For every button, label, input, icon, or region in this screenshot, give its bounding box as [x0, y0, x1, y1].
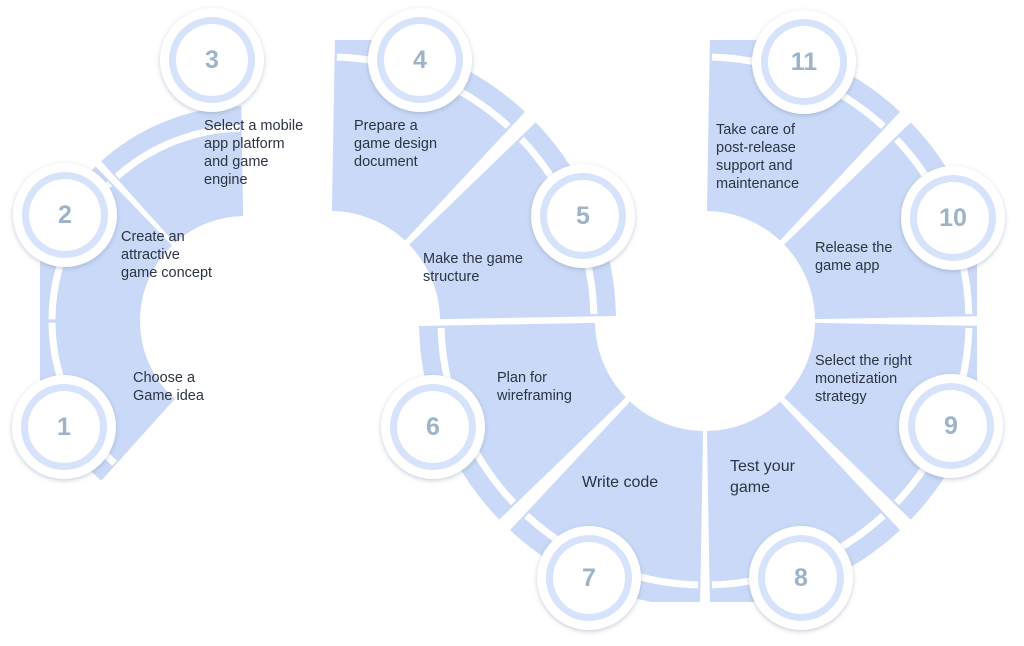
- step-10-segment: [784, 122, 977, 320]
- step-2-badge: 2: [13, 163, 117, 267]
- step-10-badge: 10: [901, 166, 1005, 270]
- step-1-badge-inner: [28, 391, 100, 463]
- step-4-line-3: document: [354, 154, 418, 170]
- step-8-line-2: game: [730, 479, 771, 496]
- step-10-label: Release the game app: [815, 239, 892, 275]
- step-8-segment: [706, 401, 901, 602]
- step-6-label: Plan for wireframing: [497, 369, 572, 405]
- step-9-line-2: monetization: [815, 371, 898, 387]
- step-6-line-2: wireframing: [497, 388, 572, 404]
- step-6-line-1: Plan for: [497, 370, 547, 386]
- step-6-segment: [419, 322, 626, 520]
- step-5-label: Make the game structure: [423, 250, 523, 286]
- step-7-line-1: Write code: [582, 474, 659, 491]
- step-8-number: 8: [794, 564, 808, 592]
- step-9-line-1: Select the right: [815, 353, 912, 369]
- step-5-number: 5: [576, 202, 590, 230]
- step-2-line-2: attractive: [121, 247, 180, 263]
- step-11-line-3: support and: [716, 158, 793, 174]
- step-9-badge: 9: [899, 374, 1003, 478]
- step-6-badge-inner: [397, 391, 469, 463]
- step-1-badge: 1: [12, 375, 116, 479]
- step-10-line-2: game app: [815, 258, 880, 274]
- step-2-line-3: game concept: [121, 265, 213, 281]
- step-11-number: 11: [791, 48, 818, 76]
- step-1-label: Choose a Game idea: [133, 369, 204, 405]
- segments-layer: [40, 40, 977, 602]
- step-11-line-1: Take care of: [716, 122, 795, 138]
- step-3-segment: [101, 106, 244, 243]
- step-4-badge-inner: [384, 24, 456, 96]
- step-6-number: 6: [426, 413, 440, 441]
- step-2-label: Create an attractive game concept: [121, 228, 212, 282]
- step-8-badge-inner: [765, 542, 837, 614]
- step-9-line-3: strategy: [815, 389, 867, 405]
- step-11-label: Take care of post-release support and ma…: [716, 121, 799, 193]
- step-2-badge-inner: [29, 179, 101, 251]
- step-5-badge: 5: [531, 164, 635, 268]
- step-4-number: 4: [413, 46, 427, 74]
- step-5-line-2: structure: [423, 269, 480, 285]
- step-7-label: Write code: [582, 472, 658, 493]
- step-7-number: 7: [582, 564, 596, 592]
- step-3-line-3: and game: [204, 154, 269, 170]
- step-3-number: 3: [205, 46, 219, 74]
- step-8-badge: 8: [749, 526, 853, 630]
- badges-layer: 1 2 3 4 5 6 7 8 9 10 11: [12, 8, 1005, 630]
- step-3-line-2: app platform: [204, 136, 285, 152]
- step-3-label: Select a mobile app platform and game en…: [204, 117, 303, 189]
- step-2-number: 2: [58, 201, 72, 229]
- step-9-label: Select the right monetization strategy: [815, 352, 912, 406]
- step-3-badge-inner: [176, 24, 248, 96]
- step-3-line-1: Select a mobile: [204, 118, 304, 134]
- step-1-number: 1: [57, 413, 71, 441]
- step-11-line-4: maintenance: [716, 176, 800, 192]
- step-4-line-2: game design: [354, 136, 438, 152]
- step-3-ring-band: [114, 124, 241, 180]
- step-7-badge: 7: [537, 526, 641, 630]
- step-1-line-2: Game idea: [133, 388, 204, 404]
- step-8-line-1: Test your: [730, 458, 795, 475]
- step-11-badge-inner: [768, 26, 840, 98]
- step-3-line-4: engine: [204, 172, 248, 188]
- step-11-badge: 11: [752, 10, 856, 114]
- step-4-line-1: Prepare a: [354, 118, 418, 134]
- step-10-badge-inner: [917, 182, 989, 254]
- step-9-badge-inner: [915, 390, 987, 462]
- step-2-line-1: Create an: [121, 229, 185, 245]
- step-8-label: Test your game: [730, 456, 795, 498]
- step-5-badge-inner: [547, 180, 619, 252]
- step-9-number: 9: [944, 412, 958, 440]
- step-11-segment: [706, 40, 901, 241]
- step-7-badge-inner: [553, 542, 625, 614]
- step-10-number: 10: [939, 204, 967, 232]
- step-3-badge: 3: [160, 8, 264, 112]
- step-6-badge: 6: [381, 375, 485, 479]
- step-5-line-1: Make the game: [423, 251, 523, 267]
- step-10-line-1: Release the: [815, 240, 893, 256]
- step-11-line-2: post-release: [716, 140, 796, 156]
- step-1-line-1: Choose a: [133, 370, 196, 386]
- step-4-label: Prepare a game design document: [354, 117, 437, 171]
- step-4-badge: 4: [368, 8, 472, 112]
